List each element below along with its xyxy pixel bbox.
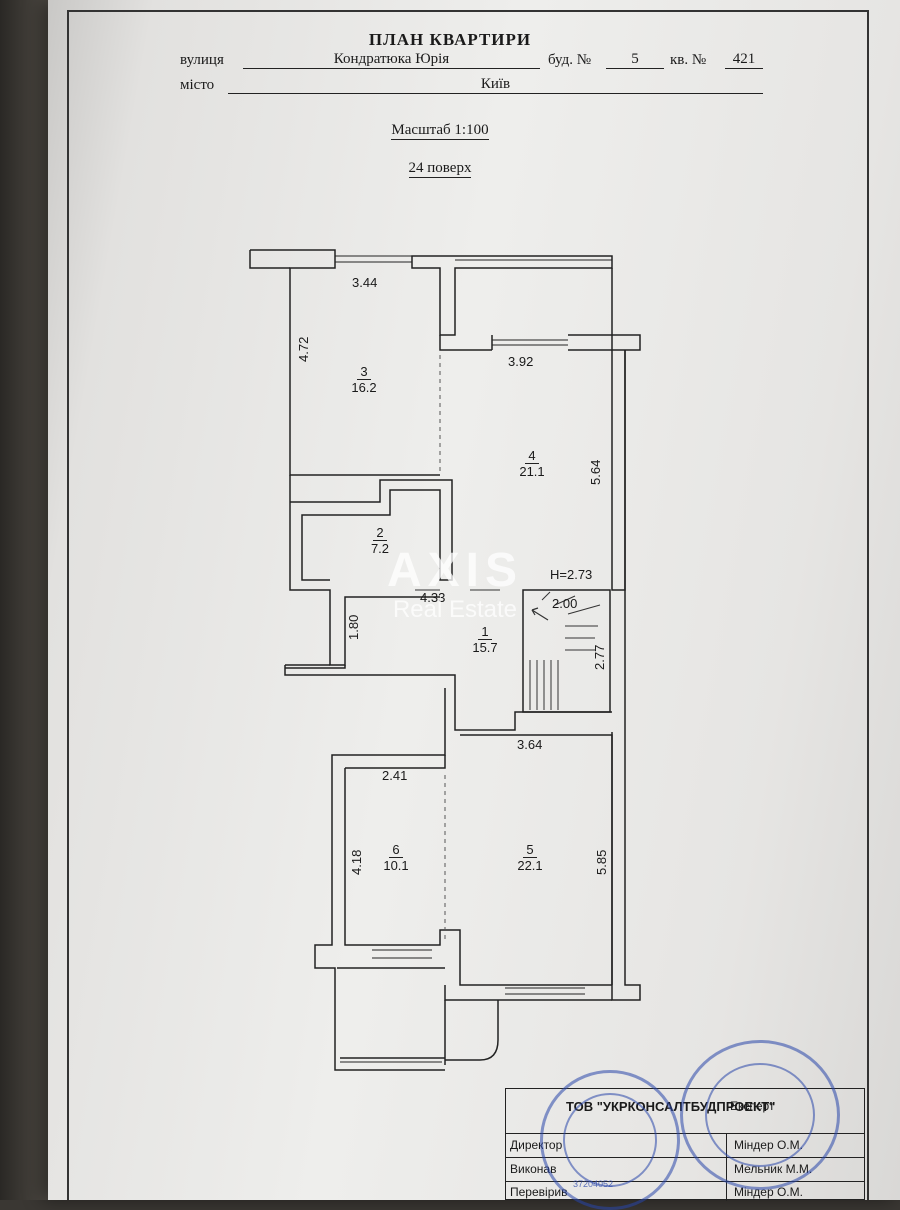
room-area: 15.7 [472,640,498,655]
title-block-row [506,1133,864,1158]
dim-4-72: 4.72 [296,336,311,362]
dim-3-64: 3.64 [517,737,543,752]
city-value: Київ [228,75,763,94]
room-number: 5 [523,842,537,858]
room-4-label: 4 21.1 [517,448,547,479]
street-value: Кондратюка Юрія [243,50,540,69]
plan-title: ПЛАН КВАРТИРИ [368,30,532,49]
wall-room6-outer [314,688,446,1071]
expert-seal-icon [680,1040,840,1190]
apartment-value: 421 [725,50,763,69]
seal-inner-ring [705,1063,815,1167]
room-1-label: 1 15.7 [470,624,500,655]
row3-label: Перевірив [510,1185,568,1199]
room-number: 4 [525,448,539,464]
apartment-label: кв. № [670,52,707,68]
watermark-brand: AXIS [386,544,524,597]
room-6-label: 6 10.1 [381,842,411,873]
room-5-label: 5 22.1 [515,842,545,873]
brand-watermark: AXIS Real Estate [345,545,565,623]
dim-3-92: 3.92 [508,354,534,369]
seal-code: 37204052 [573,1179,614,1189]
title-block-row [506,1157,864,1182]
floor-label: 24 поверх [408,160,472,178]
room-number: 3 [357,364,371,380]
room-area: 21.1 [519,464,545,479]
street-label: вулиця [180,52,224,68]
dim-2-41: 2.41 [382,768,408,783]
room-3-label: 3 16.2 [349,364,379,395]
scale-label: Масштаб 1:100 [391,122,489,140]
wall-right-upper [611,350,626,591]
dim-2-77: 2.77 [592,644,607,670]
building-label: буд. № [548,52,592,68]
seal-inner-ring [563,1093,657,1187]
wall-room3-outer [250,249,440,476]
room-area: 10.1 [383,858,409,873]
dim-5-64: 5.64 [588,459,603,485]
page-frame [67,10,869,1200]
watermark-tagline: Real Estate [392,596,518,623]
dim-3-44: 3.44 [352,275,378,290]
building-value: 5 [606,50,664,69]
room-area: 16.2 [351,380,377,395]
dim-4-33: 4.33 [420,590,446,605]
dim-4-18: 4.18 [349,849,364,875]
ceiling-height: H=2.73 [550,567,593,582]
company-seal-icon: 37204052 [540,1070,680,1210]
dim-5-85: 5.85 [594,849,609,875]
room-number: 1 [478,624,492,640]
wall-top-right [411,255,613,336]
room-2-label: 2 7.2 [365,525,395,556]
room-number: 6 [389,842,403,858]
room-number: 2 [373,525,387,541]
wall-room2 [290,479,453,581]
dim-2-00: 2.00 [552,596,578,611]
room-area: 7.2 [370,541,390,556]
room-area: 22.1 [517,858,543,873]
city-label: місто [180,77,215,93]
